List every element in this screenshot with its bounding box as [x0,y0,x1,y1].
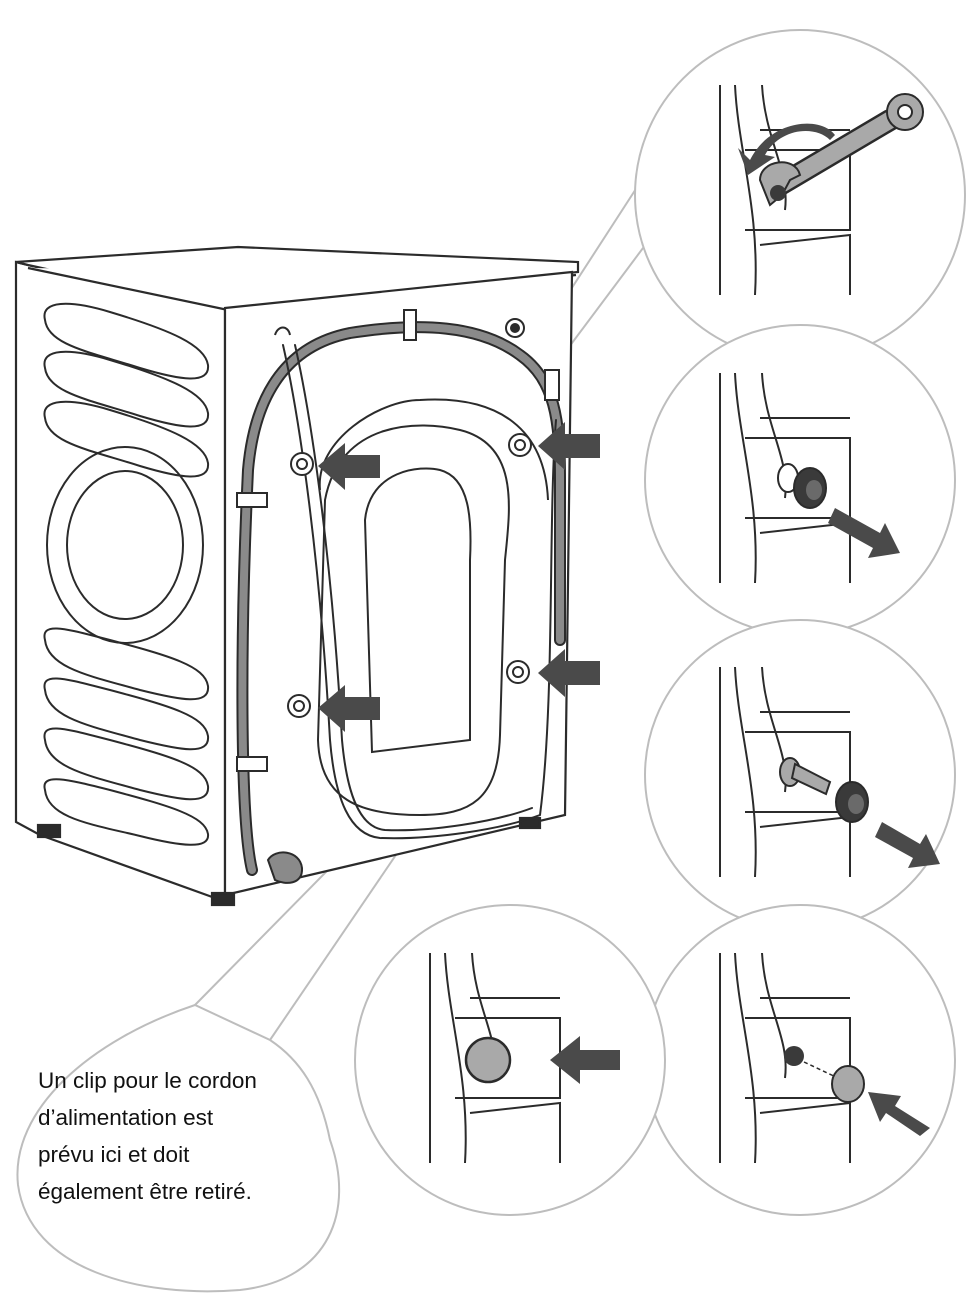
hoses [236,321,566,884]
washing-machine [14,245,580,907]
bolt-with-spacer-removal-icon [779,757,940,868]
note-line-3: prévu ici et doit [38,1142,190,1167]
step1-wrench-detail [719,84,924,296]
power-cord-clip-note: Un clip pour le cordon d’alimentation es… [38,1062,308,1210]
callout-bubble [16,1003,341,1293]
note-line-1: Un clip pour le cordon [38,1068,257,1093]
step3-bolt-spacer-removal [719,666,940,878]
note-line-4: également être retiré. [38,1179,252,1204]
note-line-2: d’alimentation est [38,1105,214,1130]
transit-bolts [287,433,532,718]
bubble-step1 [634,29,966,361]
step4-cap-installed [429,952,620,1164]
cap-insertion-icon [784,1046,930,1136]
bolt-removal-arrow-icon [777,463,900,558]
side-panel-ribs [43,302,210,846]
step5-cap-insertion [719,952,930,1164]
detail-bubbles [354,29,966,1216]
wrench-icon [758,93,924,207]
rotate-arrow-icon [738,123,835,175]
cap-installed-icon [464,1036,512,1084]
pointer-arrow-icon [550,1036,620,1084]
back-fittings [236,309,560,772]
pointer-arrow-icon [318,422,600,732]
step2-bolt-removal [719,372,900,584]
back-panel-details [316,398,549,817]
